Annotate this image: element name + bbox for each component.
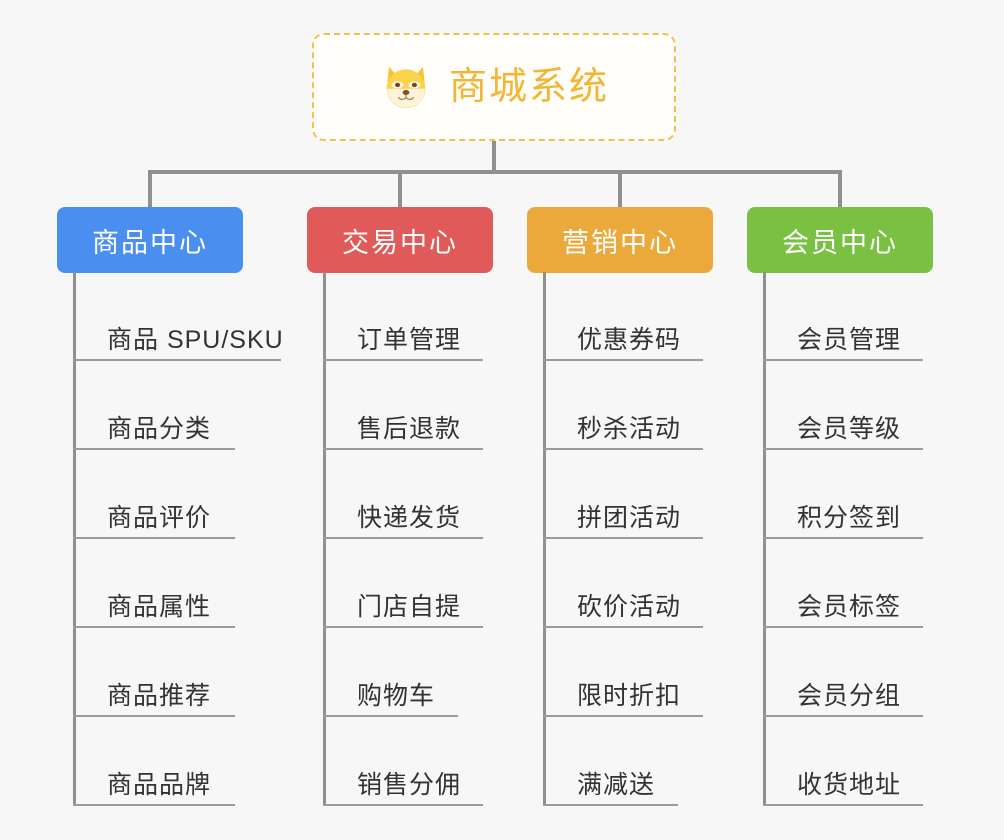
leaf-item-label: 拼团活动 <box>577 504 682 533</box>
connector-root-stem <box>492 141 496 174</box>
leaf-item-label: 门店自提 <box>357 593 462 622</box>
leaf-item-label: 售后退款 <box>357 415 462 444</box>
leaf-item-label: 优惠券码 <box>577 326 682 355</box>
leaf-item[interactable]: 商品评价 <box>73 450 235 539</box>
category-title: 营销中心 <box>562 227 678 258</box>
leaf-item[interactable]: 砍价活动 <box>543 539 703 628</box>
leaf-item[interactable]: 会员管理 <box>763 272 923 361</box>
connector-drop-4 <box>838 170 842 208</box>
leaf-item-label: 会员标签 <box>797 593 902 622</box>
leaf-item-label: 商品分类 <box>107 415 212 444</box>
leaf-spine <box>323 272 326 806</box>
leaf-item[interactable]: 拼团活动 <box>543 450 703 539</box>
root-title: 商城系统 <box>448 66 609 108</box>
leaf-item-label: 商品评价 <box>107 504 212 533</box>
leaf-item-label: 销售分佣 <box>357 771 462 800</box>
leaf-item-label: 满减送 <box>577 771 656 800</box>
leaf-item[interactable]: 优惠券码 <box>543 272 703 361</box>
leaf-item-label: 积分签到 <box>797 504 902 533</box>
leaf-item-label: 秒杀活动 <box>577 415 682 444</box>
leaf-item-label: 快递发货 <box>357 504 462 533</box>
category-title: 交易中心 <box>342 227 458 258</box>
leaf-item[interactable]: 秒杀活动 <box>543 361 703 450</box>
leaf-item-label: 会员分组 <box>797 682 902 711</box>
category-title: 商品中心 <box>92 227 208 258</box>
leaf-item[interactable]: 限时折扣 <box>543 628 703 717</box>
leaf-item[interactable]: 收货地址 <box>763 717 923 806</box>
leaf-item[interactable]: 会员分组 <box>763 628 923 717</box>
leaf-item-label: 会员管理 <box>797 326 902 355</box>
category-box-member-center[interactable]: 会员中心 <box>747 207 933 273</box>
leaf-item[interactable]: 售后退款 <box>323 361 483 450</box>
leaf-item-label: 购物车 <box>357 682 436 711</box>
category-title: 会员中心 <box>782 227 898 258</box>
connector-drop-3 <box>618 170 622 208</box>
leaf-item[interactable]: 购物车 <box>323 628 458 717</box>
leaf-item-label: 商品属性 <box>107 593 212 622</box>
leaf-item[interactable]: 满减送 <box>543 717 678 806</box>
leaf-spine <box>73 272 76 806</box>
leaf-item[interactable]: 商品属性 <box>73 539 235 628</box>
leaf-item[interactable]: 商品分类 <box>73 361 235 450</box>
connector-drop-2 <box>398 170 402 208</box>
leaf-item-label: 限时折扣 <box>577 682 682 711</box>
connector-drop-1 <box>148 170 152 208</box>
leaf-item[interactable]: 销售分佣 <box>323 717 483 806</box>
leaf-item-label: 商品推荐 <box>107 682 212 711</box>
leaf-item[interactable]: 商品品牌 <box>73 717 235 806</box>
category-box-product-center[interactable]: 商品中心 <box>57 207 243 273</box>
leaf-item-label: 会员等级 <box>797 415 902 444</box>
leaf-item[interactable]: 订单管理 <box>323 272 483 361</box>
leaf-item-label: 砍价活动 <box>577 593 682 622</box>
leaf-item-label: 商品品牌 <box>107 771 212 800</box>
leaf-item[interactable]: 商品 SPU/SKU <box>73 272 284 361</box>
leaf-item-label: 商品 SPU/SKU <box>107 326 284 355</box>
leaf-item[interactable]: 积分签到 <box>763 450 923 539</box>
leaf-item[interactable]: 会员标签 <box>763 539 923 628</box>
leaf-item[interactable]: 门店自提 <box>323 539 483 628</box>
root-node-mall-system[interactable]: 商城系统 <box>312 33 676 141</box>
leaf-item-label: 收货地址 <box>797 771 902 800</box>
leaf-item-label: 订单管理 <box>357 326 462 355</box>
leaf-item[interactable]: 会员等级 <box>763 361 923 450</box>
dog-face-icon <box>386 66 426 109</box>
category-box-trade-center[interactable]: 交易中心 <box>307 207 493 273</box>
leaf-item[interactable]: 快递发货 <box>323 450 483 539</box>
connector-horizontal-bus <box>148 170 842 174</box>
leaf-spine <box>543 272 546 806</box>
leaf-spine <box>763 272 766 806</box>
leaf-item[interactable]: 商品推荐 <box>73 628 235 717</box>
category-box-marketing-center[interactable]: 营销中心 <box>527 207 713 273</box>
